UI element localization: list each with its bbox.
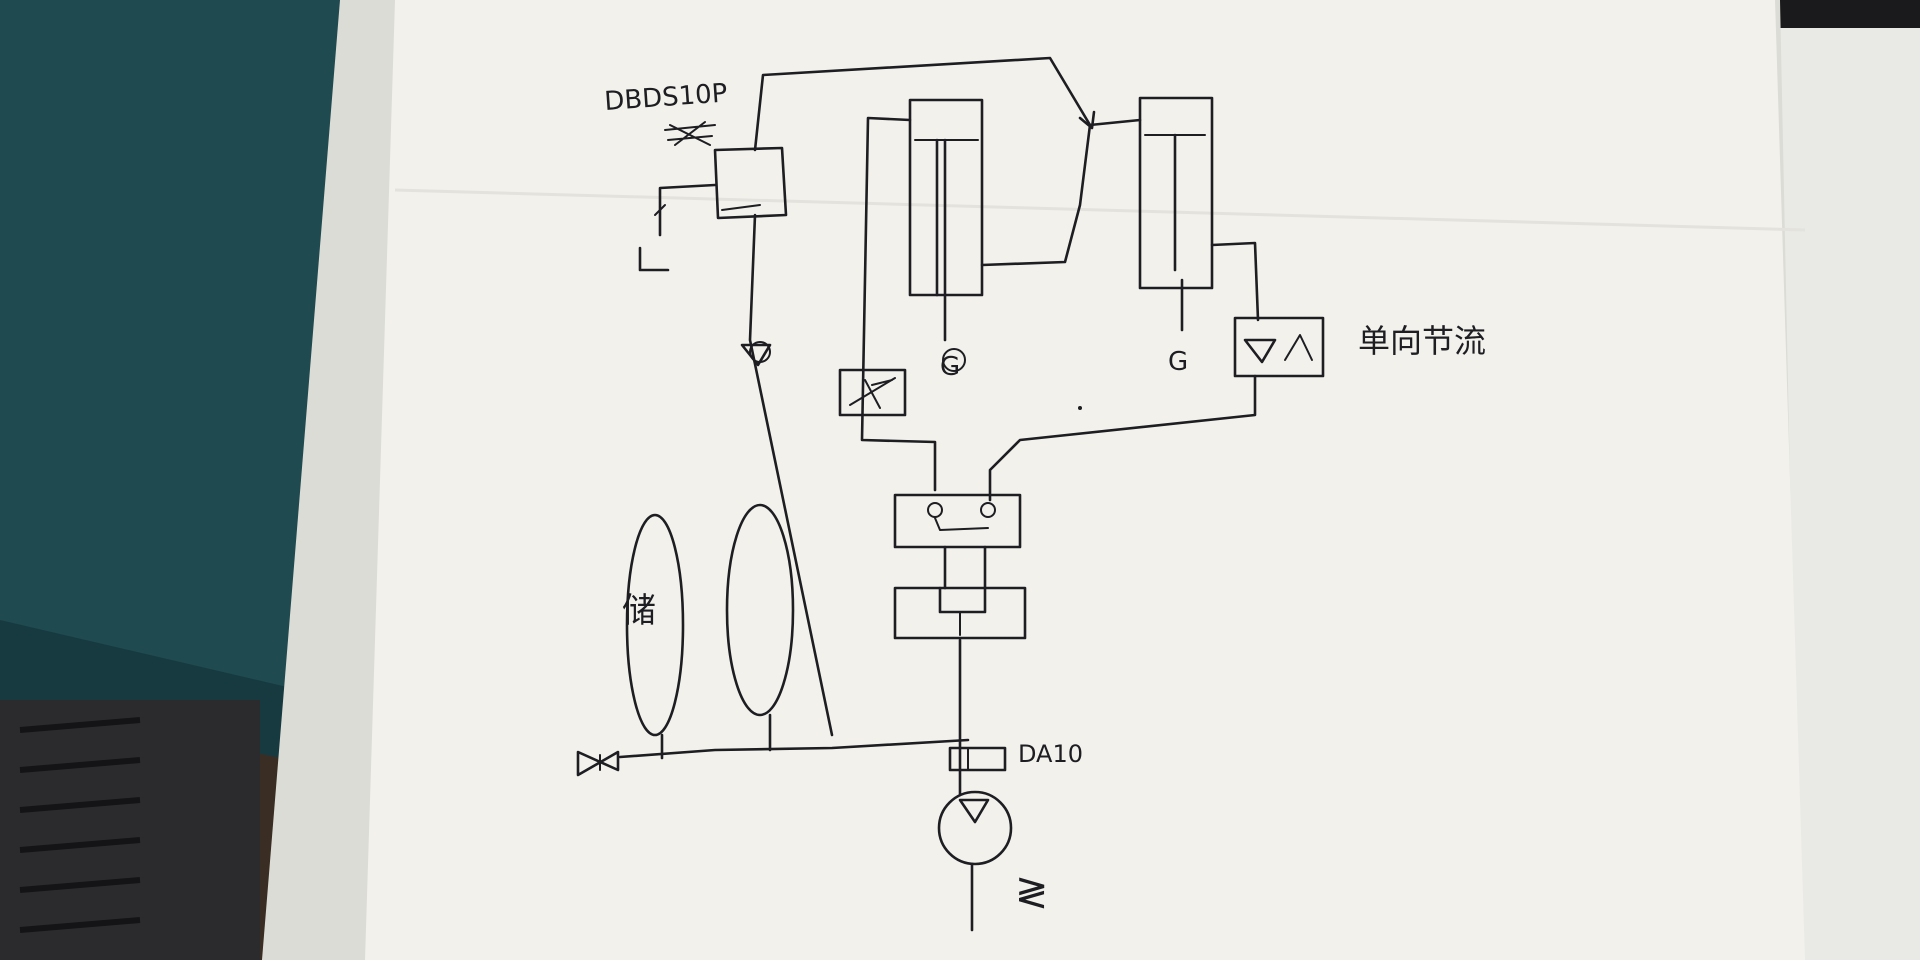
scribbled-label	[664, 121, 716, 146]
throttle-valve-left	[838, 368, 907, 417]
line-relief-to-tank	[748, 213, 834, 737]
ball-valve	[576, 750, 620, 777]
gauge-left-label: G	[940, 352, 960, 382]
hydraulic-pump	[937, 790, 1013, 932]
line-throttle-to-valve	[988, 374, 1257, 502]
one-way-throttle-label: 单向节流	[1358, 322, 1486, 360]
paper-fold	[394, 188, 1806, 232]
gauge-right-label: G	[1168, 347, 1188, 377]
line-cyl-left-a	[860, 116, 937, 492]
line-cyl-left-b	[980, 118, 1142, 267]
cylinder-right	[1138, 96, 1214, 332]
pen-dot	[1078, 406, 1082, 410]
arrow-head	[1078, 110, 1096, 130]
desk-surface	[0, 0, 340, 760]
relief-valve	[638, 146, 788, 272]
directional-valve-lower	[893, 586, 1027, 640]
gauge-left-symbol	[942, 348, 966, 372]
chair-slats	[0, 700, 260, 960]
accumulator-right	[725, 503, 795, 752]
cylinder-left	[908, 98, 984, 342]
check-valve-da10	[948, 746, 1007, 772]
motor-symbol: ≷	[1015, 869, 1049, 915]
check-valve-code: DA10	[1018, 740, 1083, 768]
right-device-edge	[1775, 0, 1920, 28]
pilot-line-top	[753, 56, 1092, 152]
paper-sheet	[365, 0, 1805, 960]
valve-connections	[943, 545, 987, 590]
check-valve-left	[740, 341, 772, 367]
chair-slat-lines	[19, 717, 141, 933]
directional-valve-upper	[893, 493, 1022, 549]
line-cyl-right	[1210, 241, 1260, 322]
one-way-throttle-valve	[1233, 316, 1325, 378]
main-pressure-line	[618, 738, 970, 759]
accumulator-left-label: 储	[622, 591, 656, 631]
right-surface	[1760, 0, 1920, 960]
